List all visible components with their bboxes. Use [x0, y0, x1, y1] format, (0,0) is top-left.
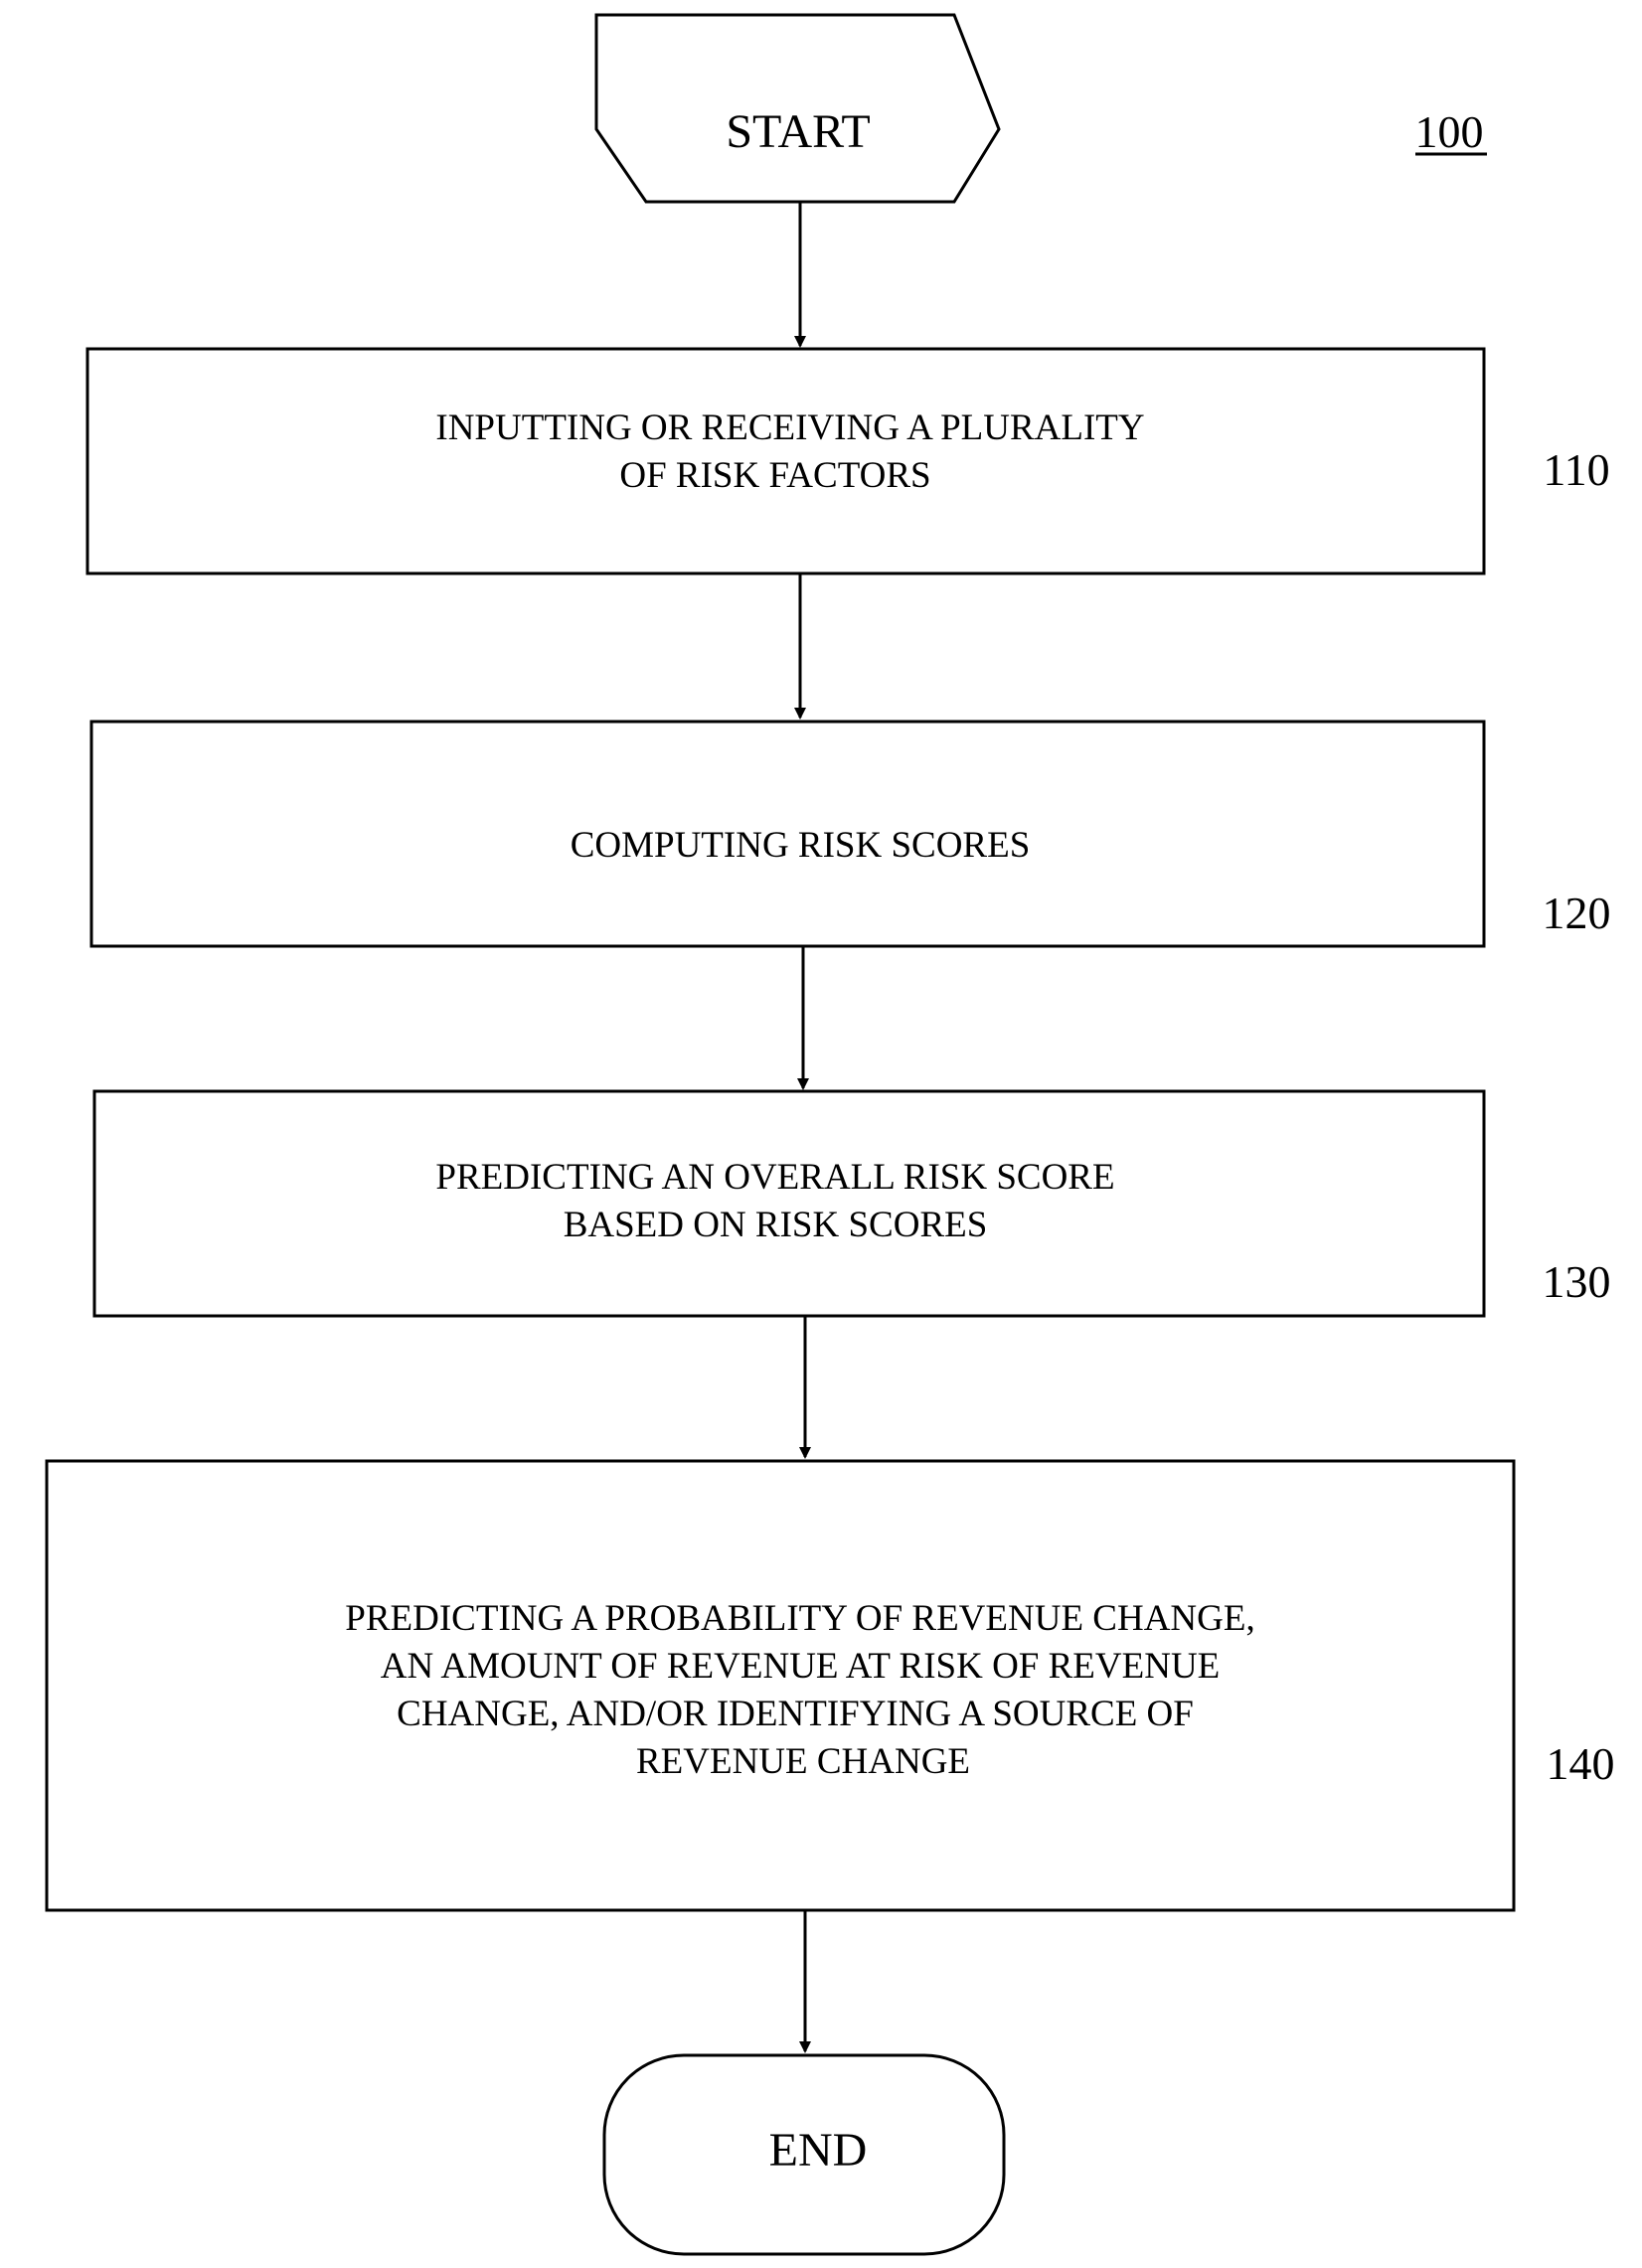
step-120-reference: 120 [1543, 888, 1611, 938]
step-140-line-4: REVENUE CHANGE [636, 1741, 970, 1782]
start-terminal: START [596, 15, 999, 202]
end-label: END [769, 2124, 868, 2177]
process-box-130 [94, 1091, 1484, 1316]
step-110-reference: 110 [1543, 444, 1609, 495]
step-140-line-2: AN AMOUNT OF REVENUE AT RISK OF REVENUE [381, 1646, 1221, 1687]
process-step-130: PREDICTING AN OVERALL RISK SCORE BASED O… [94, 1091, 1484, 1316]
end-terminal: END [604, 2055, 1004, 2254]
figure-reference-number: 100 [1415, 106, 1484, 157]
step-130-line-1: PREDICTING AN OVERALL RISK SCORE [435, 1157, 1114, 1198]
step-130-reference: 130 [1543, 1256, 1611, 1307]
step-140-line-3: CHANGE, AND/OR IDENTIFYING A SOURCE OF [397, 1694, 1194, 1734]
step-130-line-2: BASED ON RISK SCORES [564, 1205, 988, 1245]
process-step-120: COMPUTING RISK SCORES [91, 722, 1484, 946]
process-step-140: PREDICTING A PROBABILITY OF REVENUE CHAN… [47, 1461, 1514, 1910]
process-step-110: INPUTTING OR RECEIVING A PLURALITY OF RI… [87, 349, 1484, 573]
step-140-line-1: PREDICTING A PROBABILITY OF REVENUE CHAN… [345, 1598, 1254, 1639]
step-110-line-1: INPUTTING OR RECEIVING A PLURALITY [435, 407, 1144, 448]
step-140-reference: 140 [1547, 1738, 1615, 1789]
start-label: START [726, 105, 870, 158]
step-120-line-1: COMPUTING RISK SCORES [571, 825, 1031, 866]
step-110-line-2: OF RISK FACTORS [619, 455, 930, 496]
